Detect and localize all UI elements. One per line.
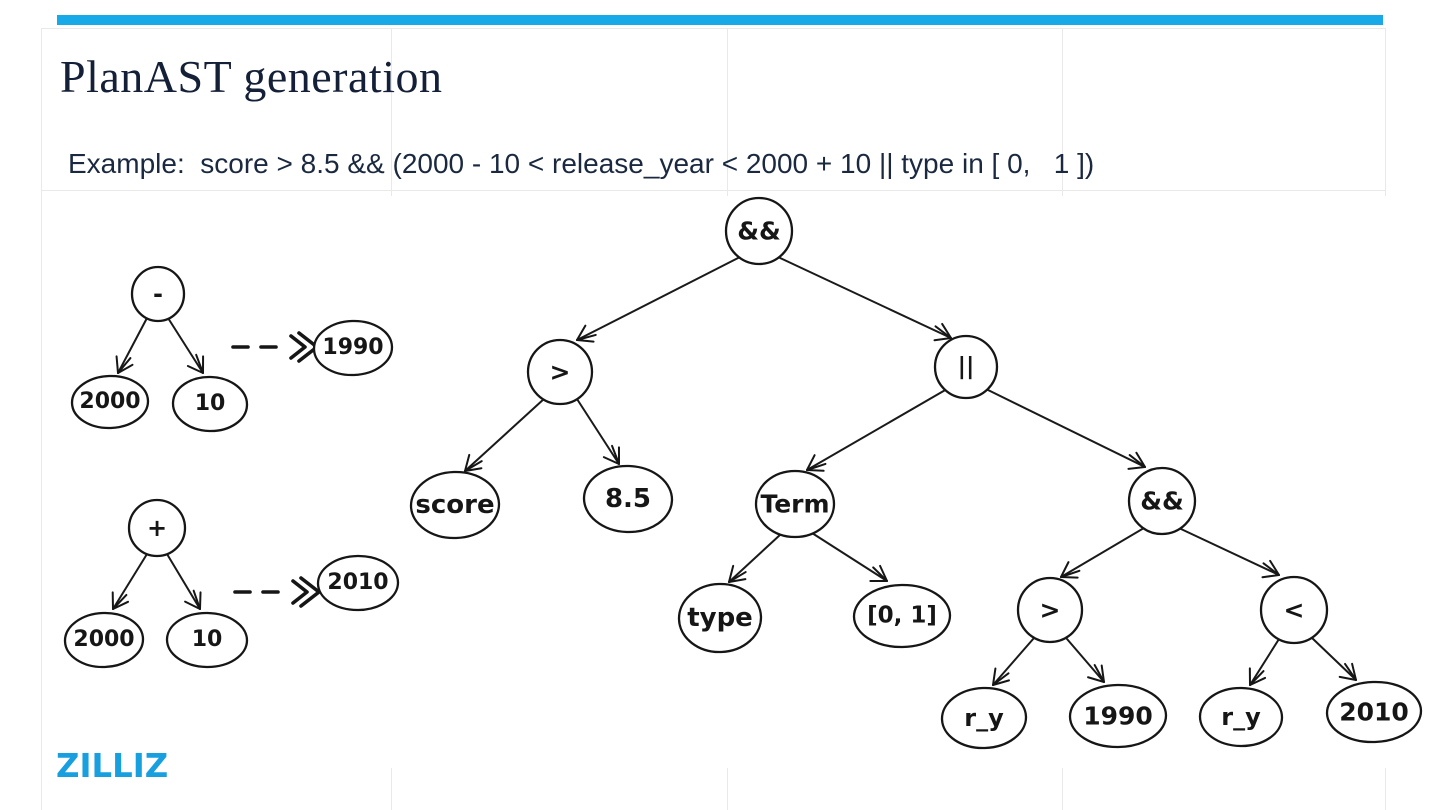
grid-line-horizontal xyxy=(41,190,1386,191)
node-label-ry-gt: r_y xyxy=(964,704,1004,732)
node-ellipse-year-upper xyxy=(1325,680,1423,744)
node-ellipse-year-and xyxy=(1127,466,1197,536)
node-label-minus-right: 10 xyxy=(194,391,226,416)
slide-title: PlanAST generation xyxy=(60,51,443,102)
node-ellipse-plus-left xyxy=(63,611,145,669)
node-label-year-and: && xyxy=(1140,486,1184,516)
node-label-minus-op: - xyxy=(153,280,163,308)
node-ellipse-type xyxy=(677,582,763,654)
node-label-or: || xyxy=(957,353,975,380)
node-ellipse-score xyxy=(409,470,501,540)
node-ellipse-plus-right xyxy=(165,611,249,669)
accent-bar xyxy=(57,15,1383,25)
node-ellipse-year-lower xyxy=(1068,683,1168,749)
node-label-minus-left: 2000 xyxy=(79,389,141,414)
node-ellipses xyxy=(63,196,1423,750)
node-ellipse-year-gt xyxy=(1016,576,1084,644)
node-label-minus-result: 1990 xyxy=(322,335,384,360)
node-label-plus-left: 2000 xyxy=(73,627,135,652)
grid-line-vertical xyxy=(41,28,42,810)
node-label-score-threshold: 8.5 xyxy=(604,484,652,514)
node-label-year-lt: < xyxy=(1283,595,1305,625)
node-ellipse-score-gt xyxy=(526,338,594,406)
node-label-type: type xyxy=(687,603,753,633)
node-label-term: Term xyxy=(760,489,830,519)
node-label-root-and: && xyxy=(737,216,781,246)
node-ellipse-score-threshold xyxy=(582,464,674,534)
node-ellipse-minus-right xyxy=(171,375,249,433)
node-ellipse-type-set xyxy=(852,583,952,649)
node-ellipse-minus-op xyxy=(130,265,186,323)
node-ellipse-year-lt xyxy=(1259,575,1329,645)
node-ellipse-ry-lt xyxy=(1198,686,1284,748)
zilliz-logo: ZILLIZ xyxy=(56,746,169,785)
node-label-ry-lt: r_y xyxy=(1221,703,1261,731)
node-label-type-set: [0, 1] xyxy=(867,602,937,629)
example-expression: Example: score > 8.5 && (2000 - 10 < rel… xyxy=(68,148,1095,179)
tree-edges xyxy=(111,256,1357,686)
node-ellipse-minus-left xyxy=(70,374,150,430)
grid-line-horizontal xyxy=(41,28,1386,29)
node-label-plus-op: + xyxy=(146,514,168,542)
node-label-plus-right: 10 xyxy=(191,627,223,652)
node-ellipse-or xyxy=(933,334,999,400)
node-ellipse-plus-result xyxy=(316,554,400,612)
node-label-score: score xyxy=(415,490,495,520)
node-label-year-lower: 1990 xyxy=(1083,701,1153,731)
node-label-year-gt: > xyxy=(1039,595,1061,625)
node-label-score-gt: > xyxy=(549,357,571,387)
node-label-year-upper: 2010 xyxy=(1339,697,1409,727)
node-ellipse-plus-op xyxy=(127,498,187,558)
node-ellipse-ry-gt xyxy=(940,686,1028,750)
sketch-background xyxy=(57,196,1393,768)
node-ellipse-root-and xyxy=(724,196,794,266)
node-ellipse-term xyxy=(754,469,836,539)
node-ellipse-minus-result xyxy=(312,319,394,377)
node-label-plus-result: 2010 xyxy=(327,570,389,595)
